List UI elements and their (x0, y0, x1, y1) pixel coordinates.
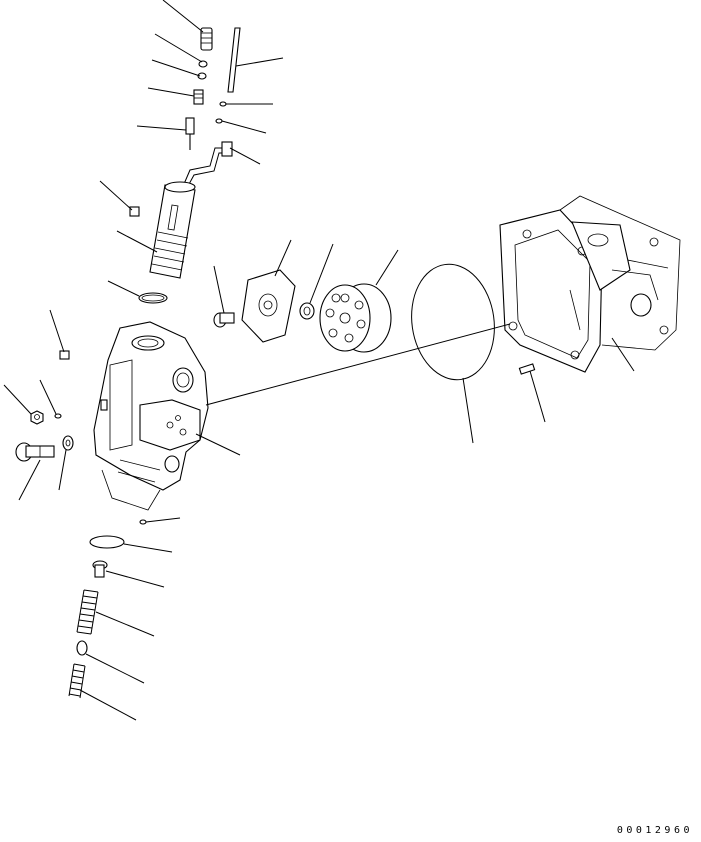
spring-large (76, 589, 99, 635)
figure-reference-code: 00012960 (616, 825, 693, 836)
dowel-pin (100, 399, 108, 411)
plunger (92, 560, 108, 578)
bolt (15, 442, 55, 462)
plug-top (200, 27, 213, 51)
spool-needle (185, 117, 195, 150)
nut-washer (299, 302, 315, 320)
nut (30, 410, 44, 425)
ball-small (198, 60, 208, 68)
ball-lower (139, 519, 147, 525)
retainer-block (241, 269, 296, 343)
cylinder-barrel (319, 283, 392, 353)
plug-left (59, 350, 70, 360)
pump-housing (499, 195, 681, 373)
o-ring-left (54, 413, 62, 419)
gasket (411, 263, 495, 381)
spring-seat (76, 640, 88, 656)
assembly-axis-line (205, 323, 511, 406)
side-plug (129, 206, 140, 217)
spring-small (68, 663, 86, 699)
threaded-sleeve (149, 181, 196, 279)
long-pin (227, 27, 241, 93)
disc-seat (89, 535, 125, 549)
small-screw (213, 312, 235, 328)
bent-pipe (183, 141, 233, 187)
spring-short (193, 89, 204, 105)
dowel-housing (518, 363, 536, 375)
valve-body (93, 321, 209, 511)
o-ring-sleeve (138, 292, 168, 304)
washer-left (62, 435, 74, 451)
ring-small (197, 72, 207, 80)
leader-lines (3, 0, 635, 721)
washer-tiny (219, 101, 227, 107)
o-ring-tiny (215, 118, 223, 124)
